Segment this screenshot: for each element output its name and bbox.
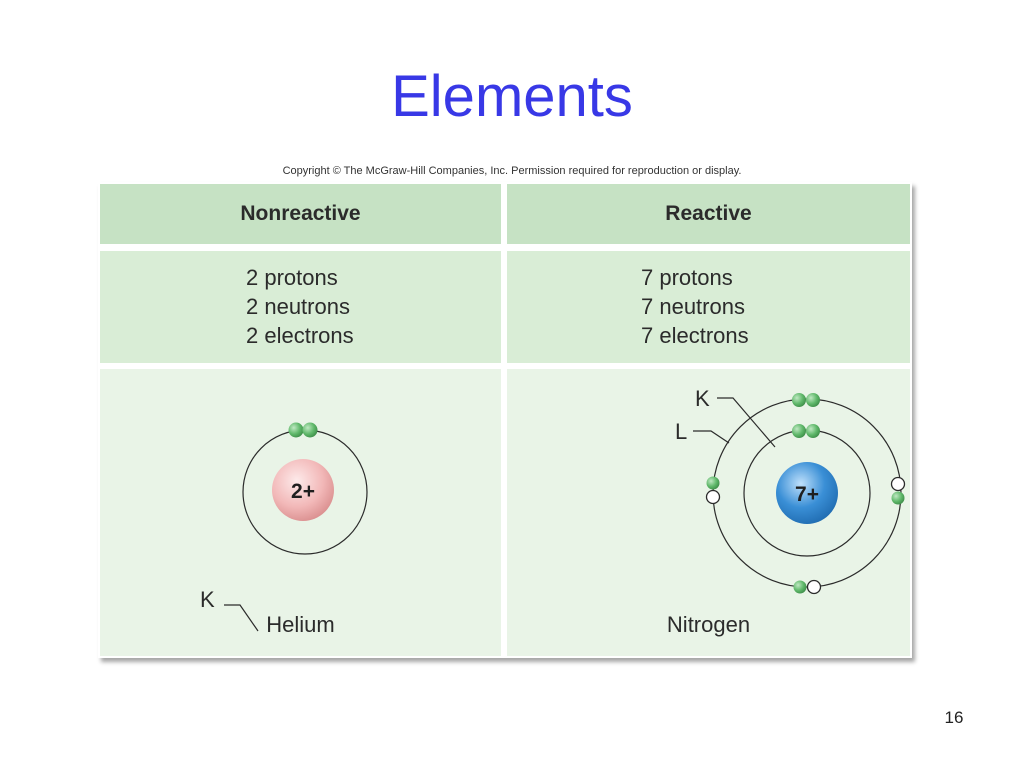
nitrogen-protons: 7 protons [641,265,733,290]
header-reactive: Reactive [507,184,910,244]
nitrogen-l-empty-slot [890,476,906,492]
elements-comparison-figure: Nonreactive Reactive 2 protons 2 neutron… [98,182,912,658]
helium-k-leader-line [224,604,259,632]
nitrogen-nucleus-label: 7+ [795,483,819,506]
nitrogen-atom-diagram: 7+ K L [675,386,906,595]
nitrogen-counts-list: 7 protons 7 neutrons 7 electrons [507,263,749,350]
helium-name: Helium [266,612,335,637]
nitrogen-l-electron [793,580,807,594]
page-number: 16 [944,708,964,727]
nitrogen-l-electron [891,491,905,505]
nitrogen-l-empty-slot [705,489,721,505]
helium-neutrons: 2 neutrons [246,294,350,319]
helium-electron [302,422,318,438]
nitrogen-l-shell-label: L [675,419,687,444]
nitrogen-k-leader-line [717,397,776,448]
helium-k-shell-label: K [200,587,215,612]
nitrogen-l-leader-line [693,430,730,444]
helium-nucleus [272,459,334,521]
copyright-notice: Copyright © The McGraw-Hill Companies, I… [282,165,742,177]
slide-title: Elements [391,64,633,129]
nitrogen-diagram-cell: 7+ K L Nitrogen [507,369,910,656]
nitrogen-l-empty-slot [806,579,822,595]
helium-protons: 2 protons [246,265,338,290]
nitrogen-neutrons: 7 neutrons [641,294,745,319]
nitrogen-nucleus [776,462,838,524]
nitrogen-l-electron [806,393,820,407]
nitrogen-counts: 7 protons 7 neutrons 7 electrons [507,251,910,363]
helium-atom-diagram: 2+ K [200,422,368,632]
nitrogen-l-electron [706,476,720,490]
helium-counts: 2 protons 2 neutrons 2 electrons [100,251,501,363]
nitrogen-k-electron [792,424,806,438]
helium-nucleus-label: 2+ [291,480,315,503]
header-nonreactive: Nonreactive [100,184,501,244]
helium-counts-list: 2 protons 2 neutrons 2 electrons [100,263,354,350]
nitrogen-k-shell-label: K [695,386,710,411]
nitrogen-l-electron [792,393,806,407]
nitrogen-name: Nitrogen [666,612,751,637]
helium-electrons: 2 electrons [246,323,354,348]
helium-electron [288,422,304,438]
helium-diagram-cell: 2+ K Helium [100,369,501,656]
nitrogen-electrons: 7 electrons [641,323,749,348]
nitrogen-k-electron [806,424,820,438]
